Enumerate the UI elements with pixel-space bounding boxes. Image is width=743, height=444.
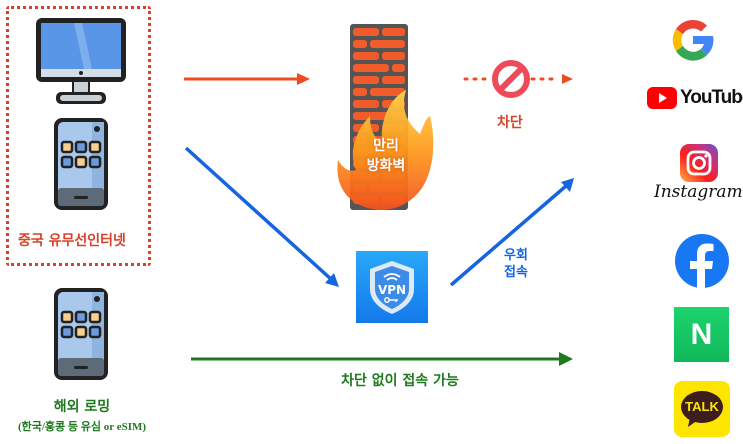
naver-icon-text: N	[690, 317, 713, 351]
roaming-smartphone-icon	[52, 286, 110, 382]
instagram-text: Instagram	[654, 182, 743, 202]
bypass-label: 우회 접속	[496, 247, 536, 281]
china-internet-label: 중국 유무선인터넷	[18, 233, 126, 249]
youtube-icon	[647, 87, 677, 109]
roaming-sublabel: (한국/홍콩 등 유심 or eSIM)	[17, 421, 147, 433]
instagram-icon	[680, 144, 718, 182]
blocked-label: 차단	[497, 115, 523, 131]
china-internet-group	[6, 6, 151, 266]
blocked-arrow	[184, 73, 310, 85]
direct-access-label: 차단 없이 접속 가능	[341, 373, 459, 389]
firewall-label-line2: 방화벽	[366, 158, 406, 174]
firewall-label: 만리 방화벽	[346, 136, 426, 176]
kakaotalk-icon: TALK	[674, 381, 730, 437]
great-firewall-icon	[330, 20, 440, 216]
direct-arrow	[191, 352, 573, 366]
naver-icon: N	[674, 307, 729, 362]
roaming-label: 해외 로밍	[53, 399, 111, 415]
blocked-dotted-arrow	[463, 74, 573, 84]
vpn-icon-text: VPN	[378, 283, 406, 297]
bypass-label-line1: 우회	[504, 248, 528, 263]
kakaotalk-icon-text: TALK	[685, 399, 719, 414]
vpn-out-arrow	[449, 178, 574, 287]
vpn-in-arrow	[184, 146, 339, 287]
prohibited-icon	[490, 58, 532, 100]
firewall-label-line1: 만리	[373, 138, 399, 154]
google-icon	[667, 14, 719, 66]
bypass-label-line2: 접속	[504, 265, 528, 280]
smartphone-icon	[52, 116, 110, 212]
youtube-text: YouTube	[680, 87, 743, 108]
desktop-monitor-icon	[34, 16, 128, 108]
youtube-logo: YouTube	[647, 87, 743, 109]
vpn-app-icon: VPN	[356, 251, 428, 323]
facebook-icon	[674, 233, 730, 289]
